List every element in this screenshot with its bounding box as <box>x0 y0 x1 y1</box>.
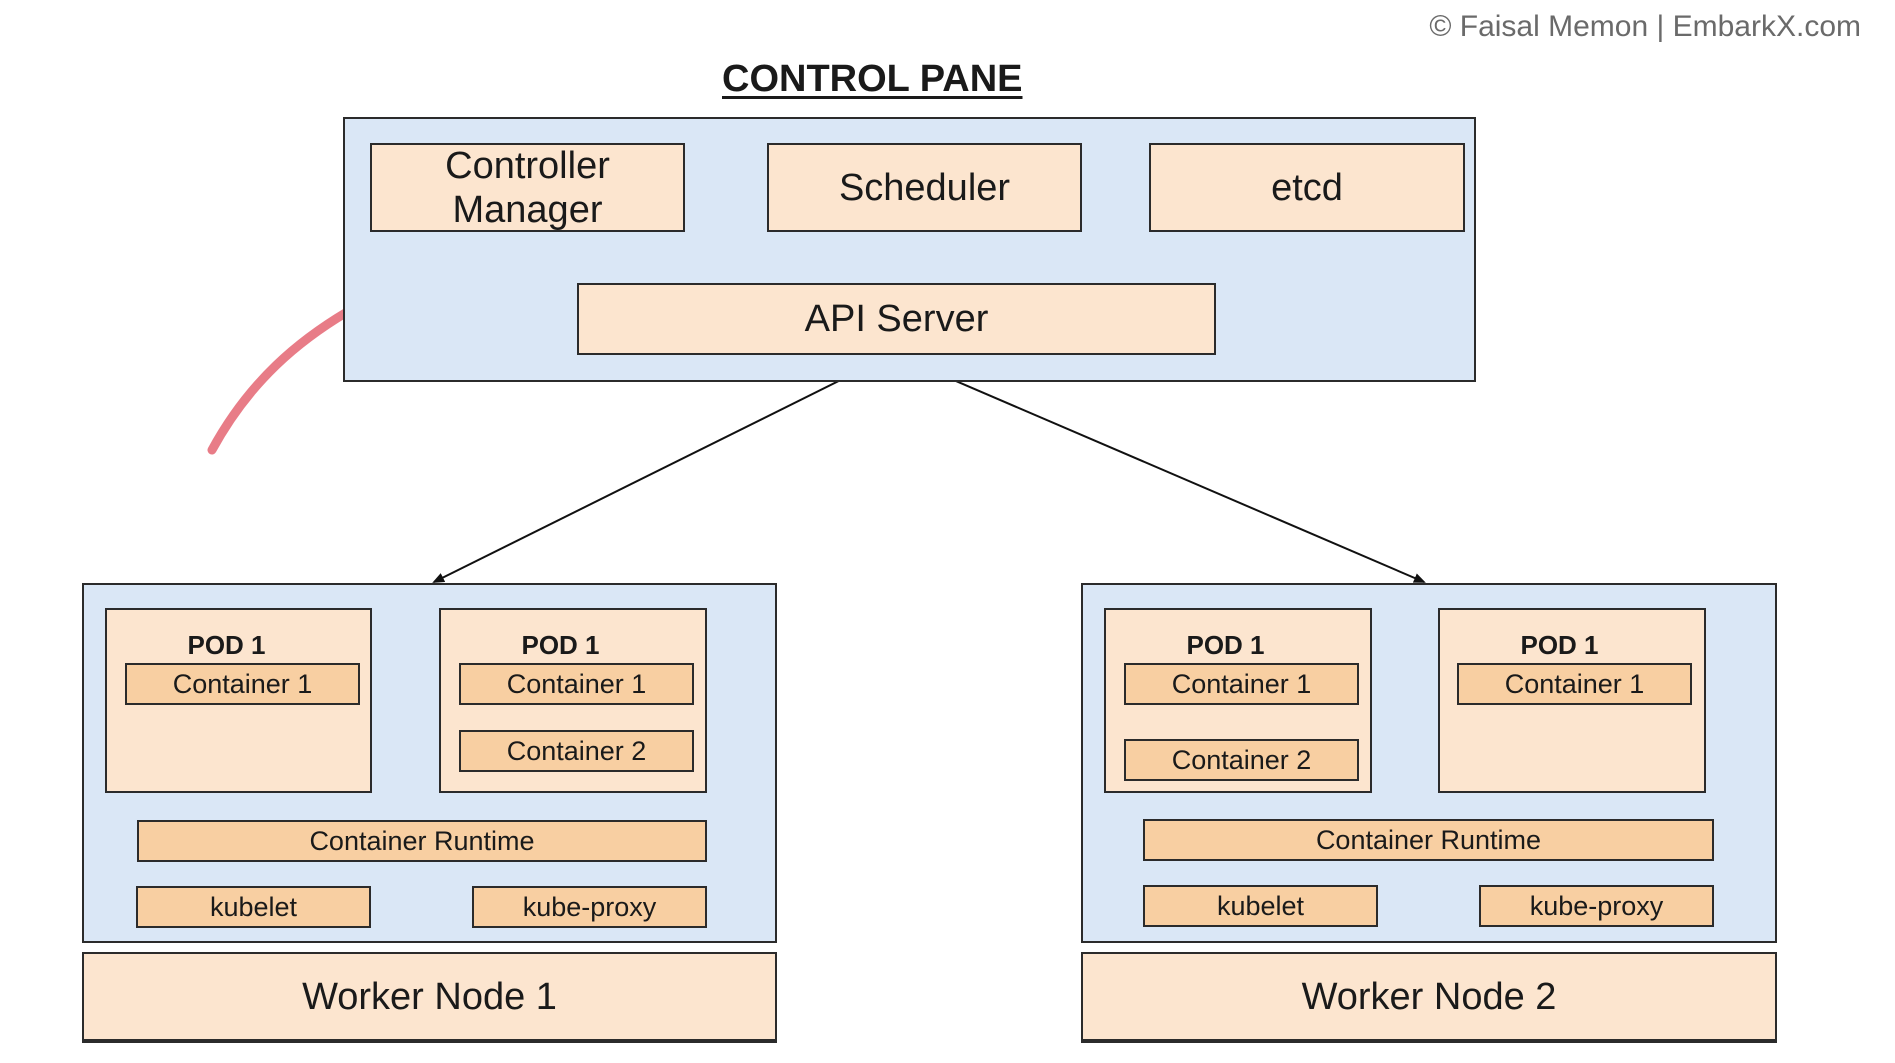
worker-1-pod-a-container-1: Container 1 <box>125 663 360 705</box>
api-server-box: API Server <box>577 283 1216 355</box>
scheduler-label: Scheduler <box>838 166 1011 209</box>
copyright-text: © Faisal Memon | EmbarkX.com <box>1429 10 1861 43</box>
annotation-stroke <box>207 307 352 455</box>
container-runtime-label: Container Runtime <box>309 825 535 856</box>
container-label: Container 1 <box>1504 668 1645 699</box>
worker-1-pod-b-container-1: Container 1 <box>459 663 694 705</box>
kube-proxy-label: kube-proxy <box>1529 890 1664 921</box>
kube-proxy-label: kube-proxy <box>522 891 657 922</box>
etcd-box: etcd <box>1149 143 1465 232</box>
worker-1-pod-a-title: POD 1 <box>187 629 266 660</box>
worker-2-container-runtime: Container Runtime <box>1143 819 1714 861</box>
worker-2-pod-a-container-2: Container 2 <box>1124 739 1359 781</box>
scheduler-box: Scheduler <box>767 143 1082 232</box>
container-label: Container 2 <box>506 735 647 766</box>
kubelet-label: kubelet <box>1216 890 1305 921</box>
worker-node-1-label-box: Worker Node 1 <box>82 952 777 1043</box>
container-label: Container 2 <box>1171 744 1312 775</box>
worker-1-container-runtime: Container Runtime <box>137 820 707 862</box>
worker-2-pod-a-title: POD 1 <box>1186 629 1265 660</box>
worker-2-pod-a-container-1: Container 1 <box>1124 663 1359 705</box>
worker-node-2-label: Worker Node 2 <box>1301 975 1557 1018</box>
api-server-label: API Server <box>804 298 989 340</box>
worker-1-kubelet: kubelet <box>136 886 371 928</box>
container-runtime-label: Container Runtime <box>1315 824 1542 855</box>
worker-2-kube-proxy: kube-proxy <box>1479 885 1714 927</box>
container-label: Container 1 <box>1171 668 1312 699</box>
container-label: Container 1 <box>506 668 647 699</box>
worker-2-pod-b-title: POD 1 <box>1520 629 1599 660</box>
arrow-api-to-worker-1 <box>432 353 894 583</box>
kubelet-label: kubelet <box>209 891 298 922</box>
worker-2-pod-b-container-1: Container 1 <box>1457 663 1692 705</box>
controller-manager-box: Controller Manager <box>370 143 685 232</box>
controller-manager-label: Controller Manager <box>445 144 610 231</box>
worker-node-1-label: Worker Node 1 <box>302 975 557 1018</box>
worker-2-kubelet: kubelet <box>1143 885 1378 927</box>
worker-1-kube-proxy: kube-proxy <box>472 886 707 928</box>
worker-1-pod-b-container-2: Container 2 <box>459 730 694 772</box>
control-plane-title: CONTROL PANE <box>722 58 1023 100</box>
worker-node-2-label-box: Worker Node 2 <box>1081 952 1777 1043</box>
worker-1-pod-b-title: POD 1 <box>521 629 600 660</box>
arrow-api-to-worker-2 <box>892 353 1426 583</box>
etcd-label: etcd <box>1271 166 1343 209</box>
container-label: Container 1 <box>172 668 313 699</box>
